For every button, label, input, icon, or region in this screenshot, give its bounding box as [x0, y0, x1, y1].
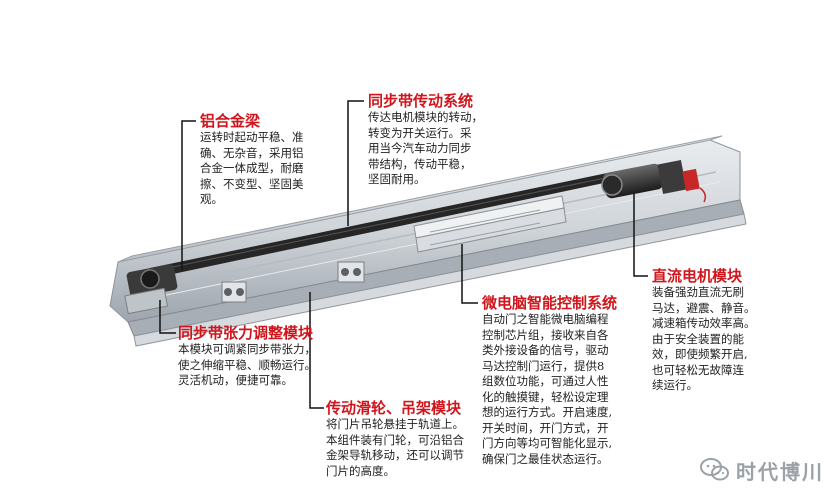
tension-module: [124, 264, 178, 315]
watermark: 时代博川: [700, 452, 824, 488]
callout-title: 同步带传动系统: [368, 92, 474, 110]
callout-body-line: 本组件装有门轮，可沿铝合: [326, 432, 464, 447]
callout-body-line: 金架导轨移动，还可以调节: [326, 448, 464, 462]
callout-body-line: 确保门之最佳状态运行。: [482, 451, 609, 466]
callout-body-line: 门方向等均可智能化显示,: [482, 436, 613, 450]
callout-body-line: 灵活机动，便捷可靠。: [178, 373, 293, 387]
leader-lines: [159, 100, 648, 409]
leader-beam: [181, 120, 196, 270]
callout-body-line: 组数位功能，可通过人性: [482, 374, 609, 388]
callout-body-line: 带结构，传动平稳，: [368, 156, 472, 171]
callout-body-line: 确、无杂音，采用铝: [200, 145, 304, 160]
callout-title: 传动滑轮、吊架模块: [326, 399, 462, 417]
callout-body-line: 效，即使频繁开启,: [652, 347, 748, 361]
callout-body-line: 使之伸缩平稳、顺畅运行。: [178, 357, 316, 372]
callout-body-line: 减速箱传动效率高。: [652, 316, 756, 330]
callout-body-line: 将门片吊轮悬挂于轨道上。: [326, 417, 464, 431]
watermark-text: 时代博川: [736, 459, 824, 484]
pulley-hanger-right: [337, 261, 365, 283]
callout-control-system: 微电脑智能控制系统 自动门之智能微电脑编程控制芯片组，接收来自各类外接设备的信号…: [482, 294, 617, 467]
callout-tension-module: 同步带张力调整模块 本模块可调紧同步带张力，使之伸缩平稳、顺畅运行。灵活机动，便…: [178, 324, 316, 389]
leader-belt: [347, 100, 364, 226]
leader-tension: [159, 300, 176, 334]
callout-title: 同步带张力调整模块: [178, 324, 314, 342]
callout-body-line: 开关时间，开门方式，开: [482, 420, 609, 435]
callout-body-line: 观。: [200, 192, 223, 206]
callout-body-line: 类外接设备的信号，驱动: [482, 343, 609, 357]
callout-body-line: 门片的高度。: [326, 463, 395, 478]
callout-body-line: 运转时起动平稳、准: [200, 130, 304, 144]
callout-body-line: 传达电机模块的转动，: [368, 110, 483, 124]
callout-body-line: 装备强劲直流无刷: [652, 285, 744, 299]
callout-body: 将门片吊轮悬挂于轨道上。本组件装有门轮，可沿铝合金架导轨移动，还可以调节门片的高…: [326, 417, 464, 479]
callout-body-line: 擦、不变型、坚固美: [200, 176, 304, 191]
callout-body-line: 合金一体成型，耐磨: [200, 161, 304, 175]
wechat-icon: [700, 458, 729, 481]
callout-body-line: 化的触摸键，轻松设定理: [482, 389, 609, 404]
control-box: [413, 195, 567, 253]
callout-body-line: 由于安全装置的能: [652, 331, 744, 346]
dc-motor: [601, 159, 707, 203]
timing-belt: [150, 172, 618, 278]
leader-pulley: [309, 292, 324, 409]
callout-body: 本模块可调紧同步带张力，使之伸缩平稳、顺畅运行。灵活机动，便捷可靠。: [178, 342, 316, 389]
callout-pulley-hanger: 传动滑轮、吊架模块 将门片吊轮悬挂于轨道上。本组件装有门轮，可沿铝合金架导轨移动…: [326, 399, 464, 479]
leader-control: [461, 244, 478, 304]
callout-dc-motor: 直流电机模块 装备强劲直流无刷马达，避震、静音。减速箱传动效率高。由于安全装置的…: [652, 267, 756, 394]
callout-body: 装备强劲直流无刷马达，避震、静音。减速箱传动效率高。由于安全装置的能效，即使频繁…: [652, 285, 756, 394]
leader-motor: [633, 194, 648, 277]
callout-title: 铝合金梁: [200, 112, 261, 130]
callout-body-line: 坚固耐用。: [368, 172, 426, 186]
callout-timing-belt: 同步带传动系统 传达电机模块的转动，转变为开关运行。采用当今汽车动力同步带结构，…: [368, 92, 483, 188]
callout-body-line: 转变为开关运行。采: [368, 125, 472, 140]
callout-body-line: 控制芯片组，接收来自各: [482, 327, 609, 342]
callout-body-line: 马达，避震、静音。: [652, 300, 756, 315]
callout-body: 传达电机模块的转动，转变为开关运行。采用当今汽车动力同步带结构，传动平稳，坚固耐…: [368, 110, 483, 188]
callout-body-line: 也可轻松无故障连: [652, 362, 744, 377]
callout-title: 微电脑智能控制系统: [482, 294, 618, 312]
callout-body-line: 自动门之智能微电脑编程: [482, 312, 609, 326]
callout-body: 自动门之智能微电脑编程控制芯片组，接收来自各类外接设备的信号，驱动马达控制门运行…: [482, 312, 617, 467]
callout-body-line: 续运行。: [652, 378, 698, 392]
callout-body: 运转时起动平稳、准确、无杂音，采用铝合金一体成型，耐磨擦、不变型、坚固美观。: [200, 130, 304, 208]
callout-title: 直流电机模块: [652, 267, 743, 285]
callout-aluminium-beam: 铝合金梁 运转时起动平稳、准确、无杂音，采用铝合金一体成型，耐磨擦、不变型、坚固…: [200, 112, 304, 208]
pulley-hanger-left: [221, 281, 247, 303]
callout-body-line: 马达控制门运行，提供8: [482, 358, 605, 373]
callout-body-line: 想的运行方式。开启速度,: [482, 405, 613, 419]
callout-body-line: 用当今汽车动力同步: [368, 141, 472, 155]
callout-body-line: 本模块可调紧同步带张力，: [178, 342, 316, 356]
